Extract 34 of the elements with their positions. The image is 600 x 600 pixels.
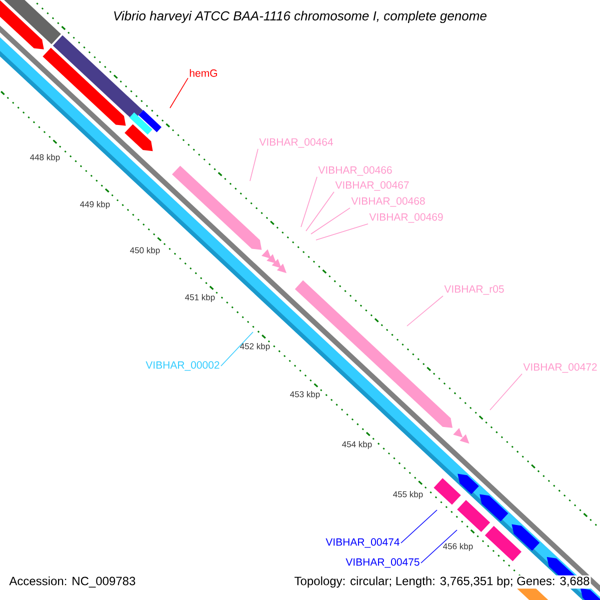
leader-line [310,208,350,234]
leader-line [420,530,458,564]
leader-line [220,332,254,366]
gene-label: VIBHAR_00475 [346,558,420,568]
leader-line [250,148,258,182]
gene-label: VIBHAR_00472 [523,363,597,373]
leader-line [170,78,188,108]
gene-label: VIBHAR_r05 [444,285,504,295]
scale-label: 448 kbp [30,154,60,162]
gene-label: VIBHAR_00468 [351,197,425,207]
leader-line [316,224,368,240]
scale-label: 450 kbp [130,247,160,255]
gene-label: VIBHAR_00464 [259,138,333,148]
gene-label: VIBHAR_00474 [326,538,400,548]
scale-label: 451 kbp [185,294,215,302]
gene-label: VIBHAR_00469 [369,213,443,223]
accession-text: Accession: NC_009783 [9,576,136,588]
scale-label: 453 kbp [290,391,320,399]
leader-line [300,176,318,228]
gene-label: VIBHAR_00466 [318,166,392,176]
scale-label: 452 kbp [240,343,270,351]
scale-label: 454 kbp [342,441,372,449]
leader-line [400,510,438,544]
scale-label: 449 kbp [80,201,110,209]
gene-label: VIBHAR_00002 [146,361,220,371]
scale-label: 456 kbp [443,543,473,551]
leader-line [406,296,444,326]
title: Vibrio harveyi ATCC BAA-1116 chromosome I, complete genome [114,10,486,24]
scale-label: 455 kbp [393,491,423,499]
gene-label: hemG [190,69,217,77]
gene-label: VIBHAR_00467 [335,181,409,191]
genome-info-text: Topology: circular; Length: 3,765,351 bp; Genes: 3,688 [294,576,590,588]
leader-line [490,374,522,410]
leader-line [306,192,334,232]
